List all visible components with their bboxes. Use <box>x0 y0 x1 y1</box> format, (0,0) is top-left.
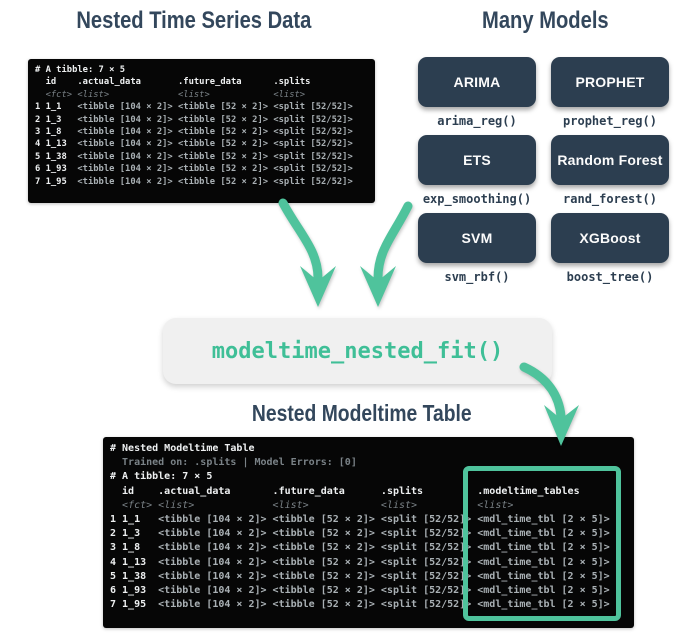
terminal-line: # A tibble: 7 × 5 <box>110 471 213 483</box>
model-function-label: svm_rbf() <box>444 270 510 284</box>
terminal-line: 3 1_8 <tibble [104 × 2]> <tibble [52 × 2… <box>35 127 353 138</box>
terminal-line: id .actual_data .future_data .splits .mo… <box>110 485 580 497</box>
terminal-line: id .actual_data .future_data .splits <box>35 77 311 88</box>
model-cell-svm: SVM svm_rbf() <box>418 213 536 291</box>
model-cell-xgboost: XGBoost boost_tree() <box>551 213 669 291</box>
arrow-from-models-icon <box>360 201 413 307</box>
model-cell-prophet: PROPHET prophet_reg() <box>551 57 669 135</box>
terminal-line: 7 1_95 <tibble [104 × 2]> <tibble [52 × … <box>110 599 610 611</box>
modeltime-nested-fit-label: modeltime_nested_fit() <box>211 338 504 364</box>
terminal-line: 5 1_38 <tibble [104 × 2]> <tibble [52 × … <box>110 570 610 582</box>
model-function-label: prophet_reg() <box>563 114 657 128</box>
nested-data-terminal: # A tibble: 7 × 5 id .actual_data .futur… <box>28 59 375 203</box>
model-cell-random-forest: Random Forest rand_forest() <box>551 135 669 213</box>
model-button-label: PROPHET <box>551 57 669 107</box>
model-function-label: boost_tree() <box>566 270 654 284</box>
right-section-title: Many Models <box>481 7 609 34</box>
terminal-line: 2 1_3 <tibble [104 × 2]> <tibble [52 × 2… <box>110 528 610 540</box>
left-section-title: Nested Time Series Data <box>76 7 312 34</box>
model-cell-arima: ARIMA arima_reg() <box>418 57 536 135</box>
terminal-line: 1 1_1 <tibble [104 × 2]> <tibble [52 × 2… <box>110 514 610 526</box>
terminal-line: Trained on: .splits | Model Errors: [0] <box>110 457 357 469</box>
model-button-label: ARIMA <box>418 57 536 107</box>
model-function-label: rand_forest() <box>563 192 657 206</box>
terminal-line: 6 1_93 <tibble [104 × 2]> <tibble [52 × … <box>110 585 610 597</box>
model-button-label: XGBoost <box>551 213 669 263</box>
arrow-from-data-icon <box>278 198 336 307</box>
model-cell-ets: ETS exp_smoothing() <box>418 135 536 213</box>
terminal-line: 6 1_93 <tibble [104 × 2]> <tibble [52 × … <box>35 164 353 175</box>
terminal-line: <fct> <list> <list> <list> <box>45 89 306 100</box>
model-button-label: ETS <box>418 135 536 185</box>
modeltime-nested-fit-box: modeltime_nested_fit() <box>163 318 552 384</box>
terminal-line: <fct> <list> <list> <list> <list> <box>122 499 514 511</box>
terminal-line: # A tibble: 7 × 5 <box>35 65 126 75</box>
model-button-label: SVM <box>418 213 536 263</box>
terminal-line: 2 1_3 <tibble [104 × 2]> <tibble [52 × 2… <box>35 114 353 125</box>
model-function-label: exp_smoothing() <box>422 192 532 206</box>
bottom-section-title: Nested Modeltime Table <box>251 400 472 426</box>
model-button-label: Random Forest <box>551 135 669 185</box>
terminal-line: 4 1_13 <tibble [104 × 2]> <tibble [52 × … <box>110 556 610 568</box>
terminal-line: 1 1_1 <tibble [104 × 2]> <tibble [52 × 2… <box>35 102 353 113</box>
model-function-label: arima_reg() <box>437 114 517 128</box>
terminal-line: 7 1_95 <tibble [104 × 2]> <tibble [52 × … <box>35 176 353 187</box>
modeltime-tables-column-highlight <box>463 466 621 621</box>
models-grid: ARIMA arima_reg() PROPHET prophet_reg() ETS e… <box>418 57 669 291</box>
terminal-line: 5 1_38 <tibble [104 × 2]> <tibble [52 × … <box>35 151 353 162</box>
terminal-line: 4 1_13 <tibble [104 × 2]> <tibble [52 × … <box>35 139 353 150</box>
terminal-line: 3 1_8 <tibble [104 × 2]> <tibble [52 × 2… <box>110 542 610 554</box>
terminal-line: # Nested Modeltime Table <box>110 443 255 454</box>
